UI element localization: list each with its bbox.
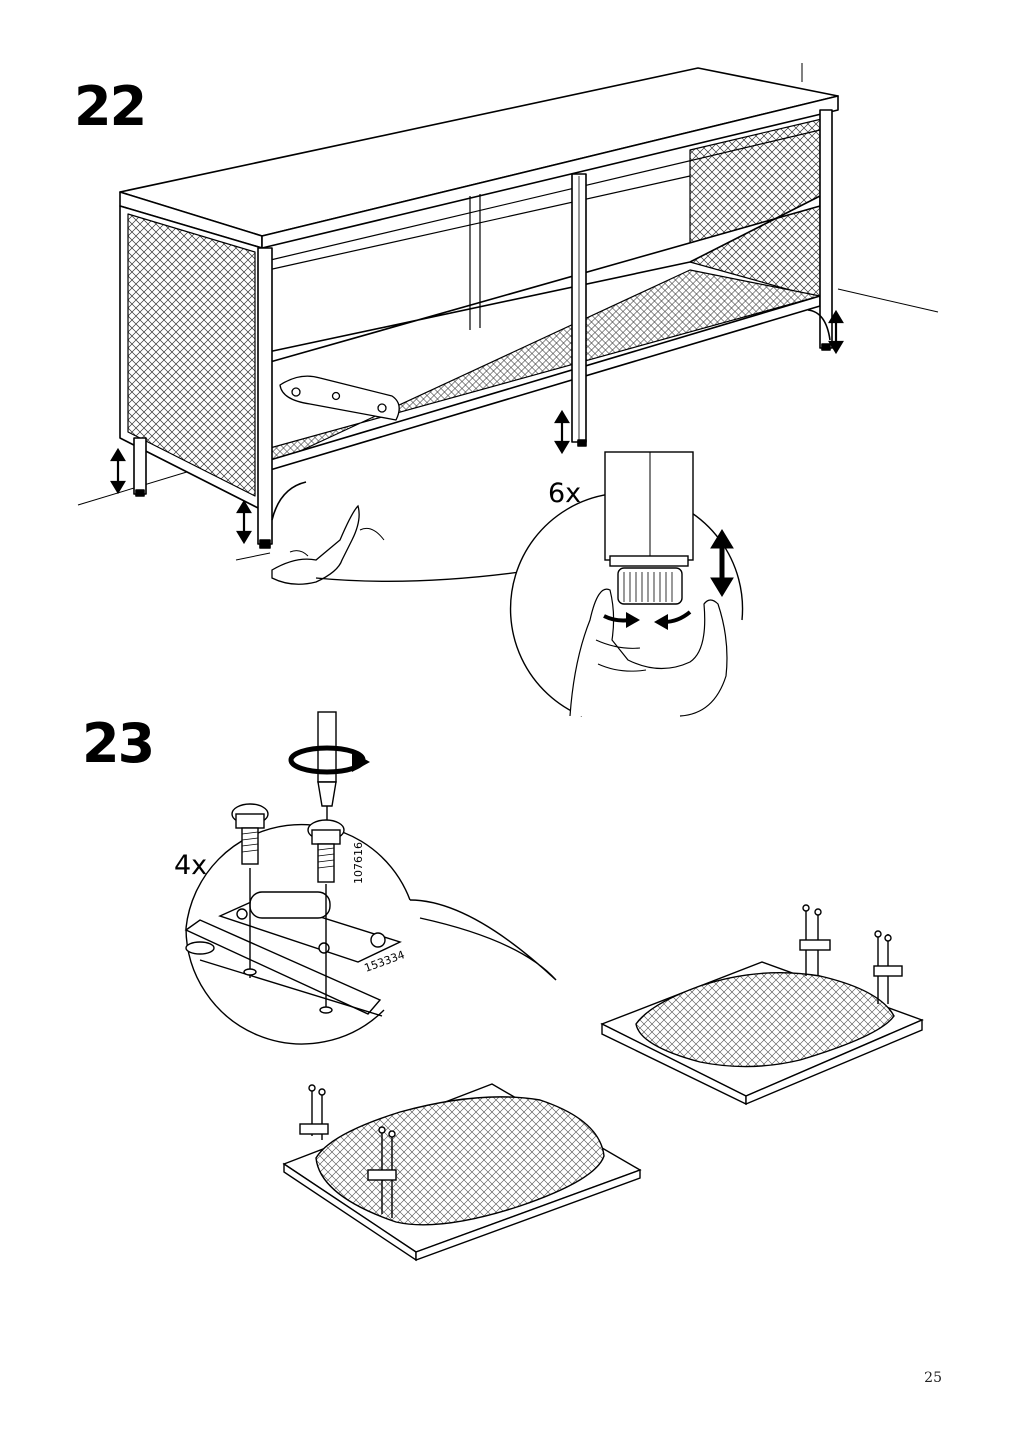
leg-adjust-detail <box>509 451 744 717</box>
screw-part-number: 107616 <box>352 842 365 884</box>
step-23-quantity: 4x <box>174 850 207 881</box>
step-22-quantity: 6x <box>548 478 581 509</box>
hinge-bracket <box>279 375 400 421</box>
hinge-detail <box>184 803 557 1045</box>
screwdriver-icon <box>317 711 337 820</box>
step-number-22: 22 <box>74 75 147 138</box>
step-22-illustration: 6x <box>77 63 939 717</box>
side-panel-left <box>282 1083 642 1262</box>
step-number-23: 23 <box>82 712 155 775</box>
adjust-arrow-icon <box>110 309 844 545</box>
step-23-illustration: 4x 107616 153334 <box>174 711 924 1262</box>
page-number: 25 <box>924 1370 942 1386</box>
tv-bench <box>119 67 839 549</box>
side-panel-right <box>600 904 924 1106</box>
adjust-arrow-icon <box>710 529 734 597</box>
hand-icon <box>271 504 360 585</box>
